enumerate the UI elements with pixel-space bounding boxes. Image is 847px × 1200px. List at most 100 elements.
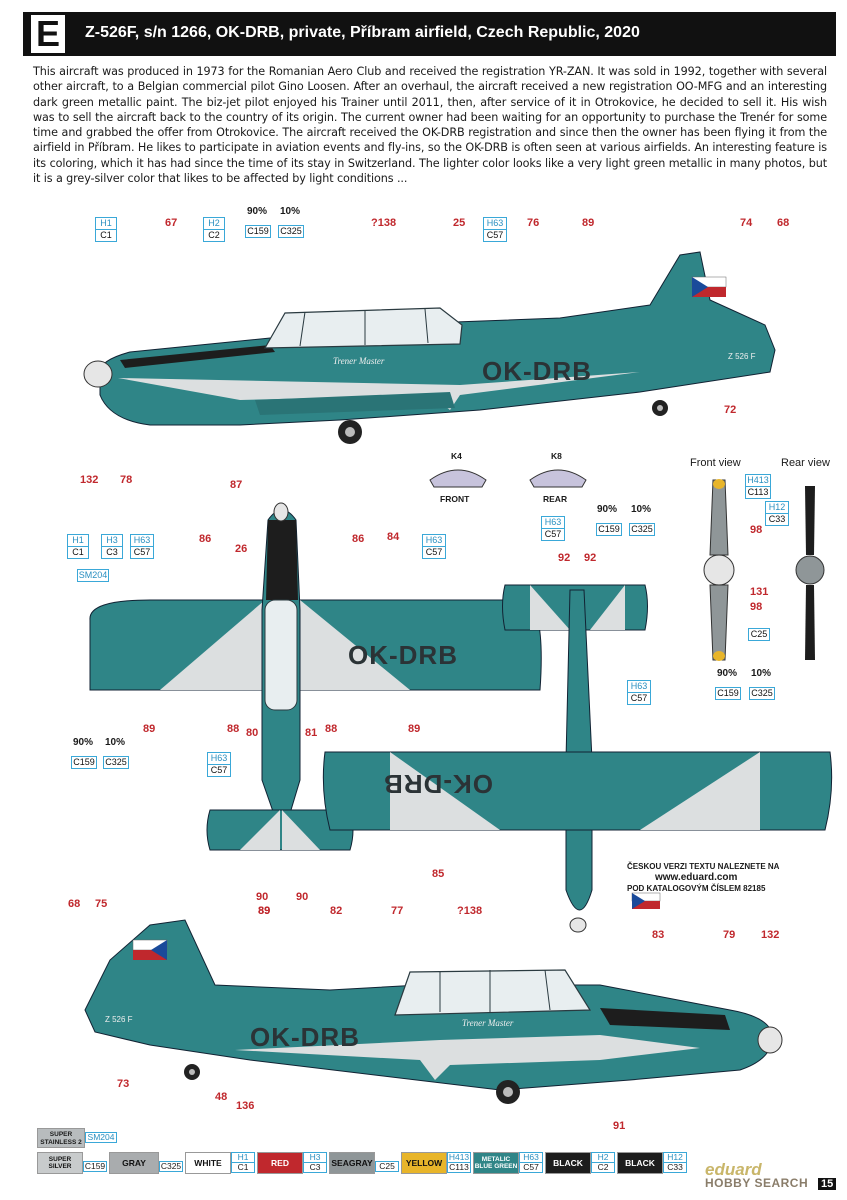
legend-swatch: SUPER SILVER xyxy=(37,1152,83,1174)
callout: 79 xyxy=(723,929,736,941)
mix-pct: 10% xyxy=(631,504,652,515)
legend-swatch-stainless: SUPER STAINLESS 2 xyxy=(37,1128,85,1148)
callout: 87 xyxy=(230,479,243,491)
registration-top-view: OK-DRB xyxy=(348,640,458,670)
registration-bottom-side: OK-DRB xyxy=(250,1022,360,1052)
legend-code: SM204 xyxy=(85,1132,117,1143)
callout: 78 xyxy=(120,474,133,486)
registration-bottom-view: OK-DRB xyxy=(383,769,493,799)
callout: 89 xyxy=(258,905,271,917)
mix-code: C325 xyxy=(629,523,655,536)
callout: 67 xyxy=(165,217,178,229)
mix-code: C159 xyxy=(71,756,97,769)
mix-code: C325 xyxy=(103,756,129,769)
callout: 84 xyxy=(387,531,400,543)
instrument-label: FRONT xyxy=(440,494,470,504)
callout: 86 xyxy=(199,533,212,545)
callout: 91 xyxy=(613,1120,626,1132)
top-view xyxy=(89,502,542,851)
callout: 132 xyxy=(80,474,99,486)
legend-swatch: METALIC BLUE GREEN xyxy=(473,1152,519,1174)
propeller-rear xyxy=(795,486,825,660)
mix-code: C159 xyxy=(596,523,622,536)
front-view-label: Front view xyxy=(690,457,741,469)
callout: ?138 xyxy=(457,905,483,917)
callout: 92 xyxy=(558,552,571,564)
side-view-right xyxy=(84,919,783,1104)
instrument-code: K4 xyxy=(451,451,462,461)
side-view-left xyxy=(83,251,776,444)
profile-header: E Z-526F, s/n 1266, OK-DRB, private, Pří… xyxy=(23,12,836,56)
callout: 25 xyxy=(453,217,466,229)
mix-code: C159 xyxy=(245,225,271,238)
callout: 89 xyxy=(408,723,421,735)
callout: 83 xyxy=(652,929,665,941)
legend-swatch: BLACK xyxy=(545,1152,591,1174)
callout: 26 xyxy=(235,543,248,555)
callout: 88 xyxy=(227,723,240,735)
callout: 73 xyxy=(117,1078,130,1090)
legend-swatch: RED xyxy=(257,1152,303,1174)
page-number: 15 xyxy=(818,1178,837,1190)
callout: 98 xyxy=(750,601,763,613)
legend-code: C325 xyxy=(159,1161,183,1172)
callout: 88 xyxy=(325,723,338,735)
czech-note-link[interactable]: www.eduard.com xyxy=(655,872,738,883)
mix-pct: 10% xyxy=(105,737,126,748)
legend-swatch: YELLOW xyxy=(401,1152,447,1174)
instrument-label: REAR xyxy=(543,494,568,504)
mix-pct: 10% xyxy=(280,206,301,217)
mix-code: C325 xyxy=(749,687,775,700)
type-marking-bottom: Z 526 F xyxy=(105,1015,133,1024)
callout: 98 xyxy=(750,524,763,536)
callout: 90 xyxy=(296,891,309,903)
instrument-code: K8 xyxy=(551,451,562,461)
mix-pct: 90% xyxy=(73,737,94,748)
callout: 68 xyxy=(68,898,81,910)
callout: 72 xyxy=(724,404,737,416)
czech-note-line1: ČESKOU VERZI TEXTU NALEZNETE NA xyxy=(627,862,780,871)
mix-pct: 90% xyxy=(717,668,738,679)
callout: ?138 xyxy=(371,217,397,229)
propeller-front xyxy=(703,479,735,661)
mix-pct: 90% xyxy=(597,504,618,515)
legend-swatch: BLACK xyxy=(617,1152,663,1174)
callout: 82 xyxy=(330,905,343,917)
callout: 76 xyxy=(527,217,540,229)
color-tag: SM204 xyxy=(77,569,109,582)
legend-code: C25 xyxy=(375,1161,399,1172)
registration-top-side: OK-DRB xyxy=(482,356,592,386)
legend-code: C159 xyxy=(83,1161,107,1172)
mix-pct: 90% xyxy=(247,206,268,217)
callout: 75 xyxy=(95,898,108,910)
callout: 68 xyxy=(777,217,790,229)
bottom-view xyxy=(322,584,833,933)
profile-description: This aircraft was produced in 1973 for t… xyxy=(33,65,827,186)
callout: 81 xyxy=(305,727,318,739)
mix-pct: 10% xyxy=(751,668,772,679)
callout: 131 xyxy=(750,586,769,598)
profile-title: Z-526F, s/n 1266, OK-DRB, private, Příbr… xyxy=(85,24,640,41)
callout: 48 xyxy=(215,1091,228,1103)
brand-logo: eduard xyxy=(705,1160,762,1179)
type-marking-top: Z 526 F xyxy=(728,352,756,361)
watermark: HOBBY SEARCH xyxy=(705,1176,809,1190)
legend-swatch: SEAGRAY xyxy=(329,1152,375,1174)
color-tag: C25 xyxy=(748,628,770,641)
callout: 89 xyxy=(143,723,156,735)
rear-view-label: Rear view xyxy=(781,457,830,469)
